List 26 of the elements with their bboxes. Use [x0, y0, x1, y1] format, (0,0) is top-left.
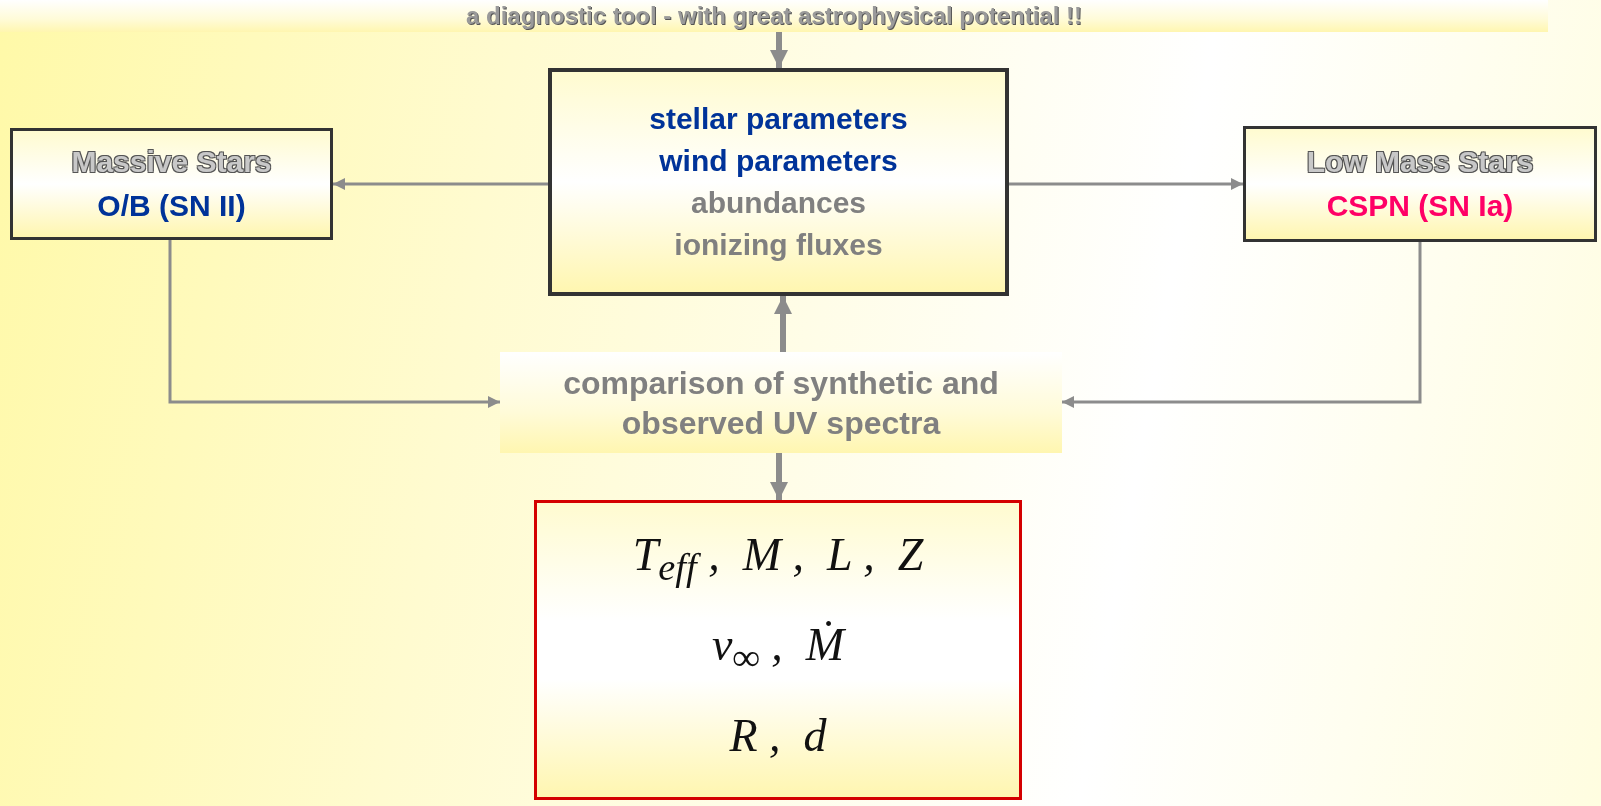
result-box	[534, 500, 1022, 800]
node-label: a diagnostic tool - with great astrophysical potential !!	[465, 2, 1083, 30]
node-label: abundances	[690, 186, 867, 220]
arrow	[770, 32, 788, 68]
arrow	[770, 453, 788, 500]
text-band	[500, 352, 1062, 453]
node-label: comparison of synthetic and observed UV spectra	[562, 363, 1000, 443]
arrow	[1062, 242, 1422, 408]
node-label: Massive Stars	[71, 145, 272, 179]
node-label: O/B (SN II)	[97, 189, 246, 223]
node-label: Low Mass Stars	[1306, 145, 1534, 179]
math-formula: T$_{eff}$ , M , L , Z	[632, 527, 924, 589]
star-class-box	[10, 128, 333, 240]
node-label: stellar parameters	[649, 102, 908, 136]
node-label: wind parameters	[659, 144, 898, 178]
arrow	[774, 296, 792, 352]
math-formula: R , d	[729, 709, 827, 763]
star-class-box	[1243, 126, 1597, 242]
text-band	[0, 0, 1548, 32]
node-label: CSPN (SN Ia)	[1326, 189, 1514, 223]
math-formula: v$_{∞}$ , Ṁ	[711, 618, 845, 680]
arrow	[1009, 178, 1243, 190]
arrow	[333, 178, 548, 190]
parameter-box	[548, 68, 1009, 296]
node-label: ionizing fluxes	[674, 228, 883, 262]
arrow	[168, 240, 500, 408]
